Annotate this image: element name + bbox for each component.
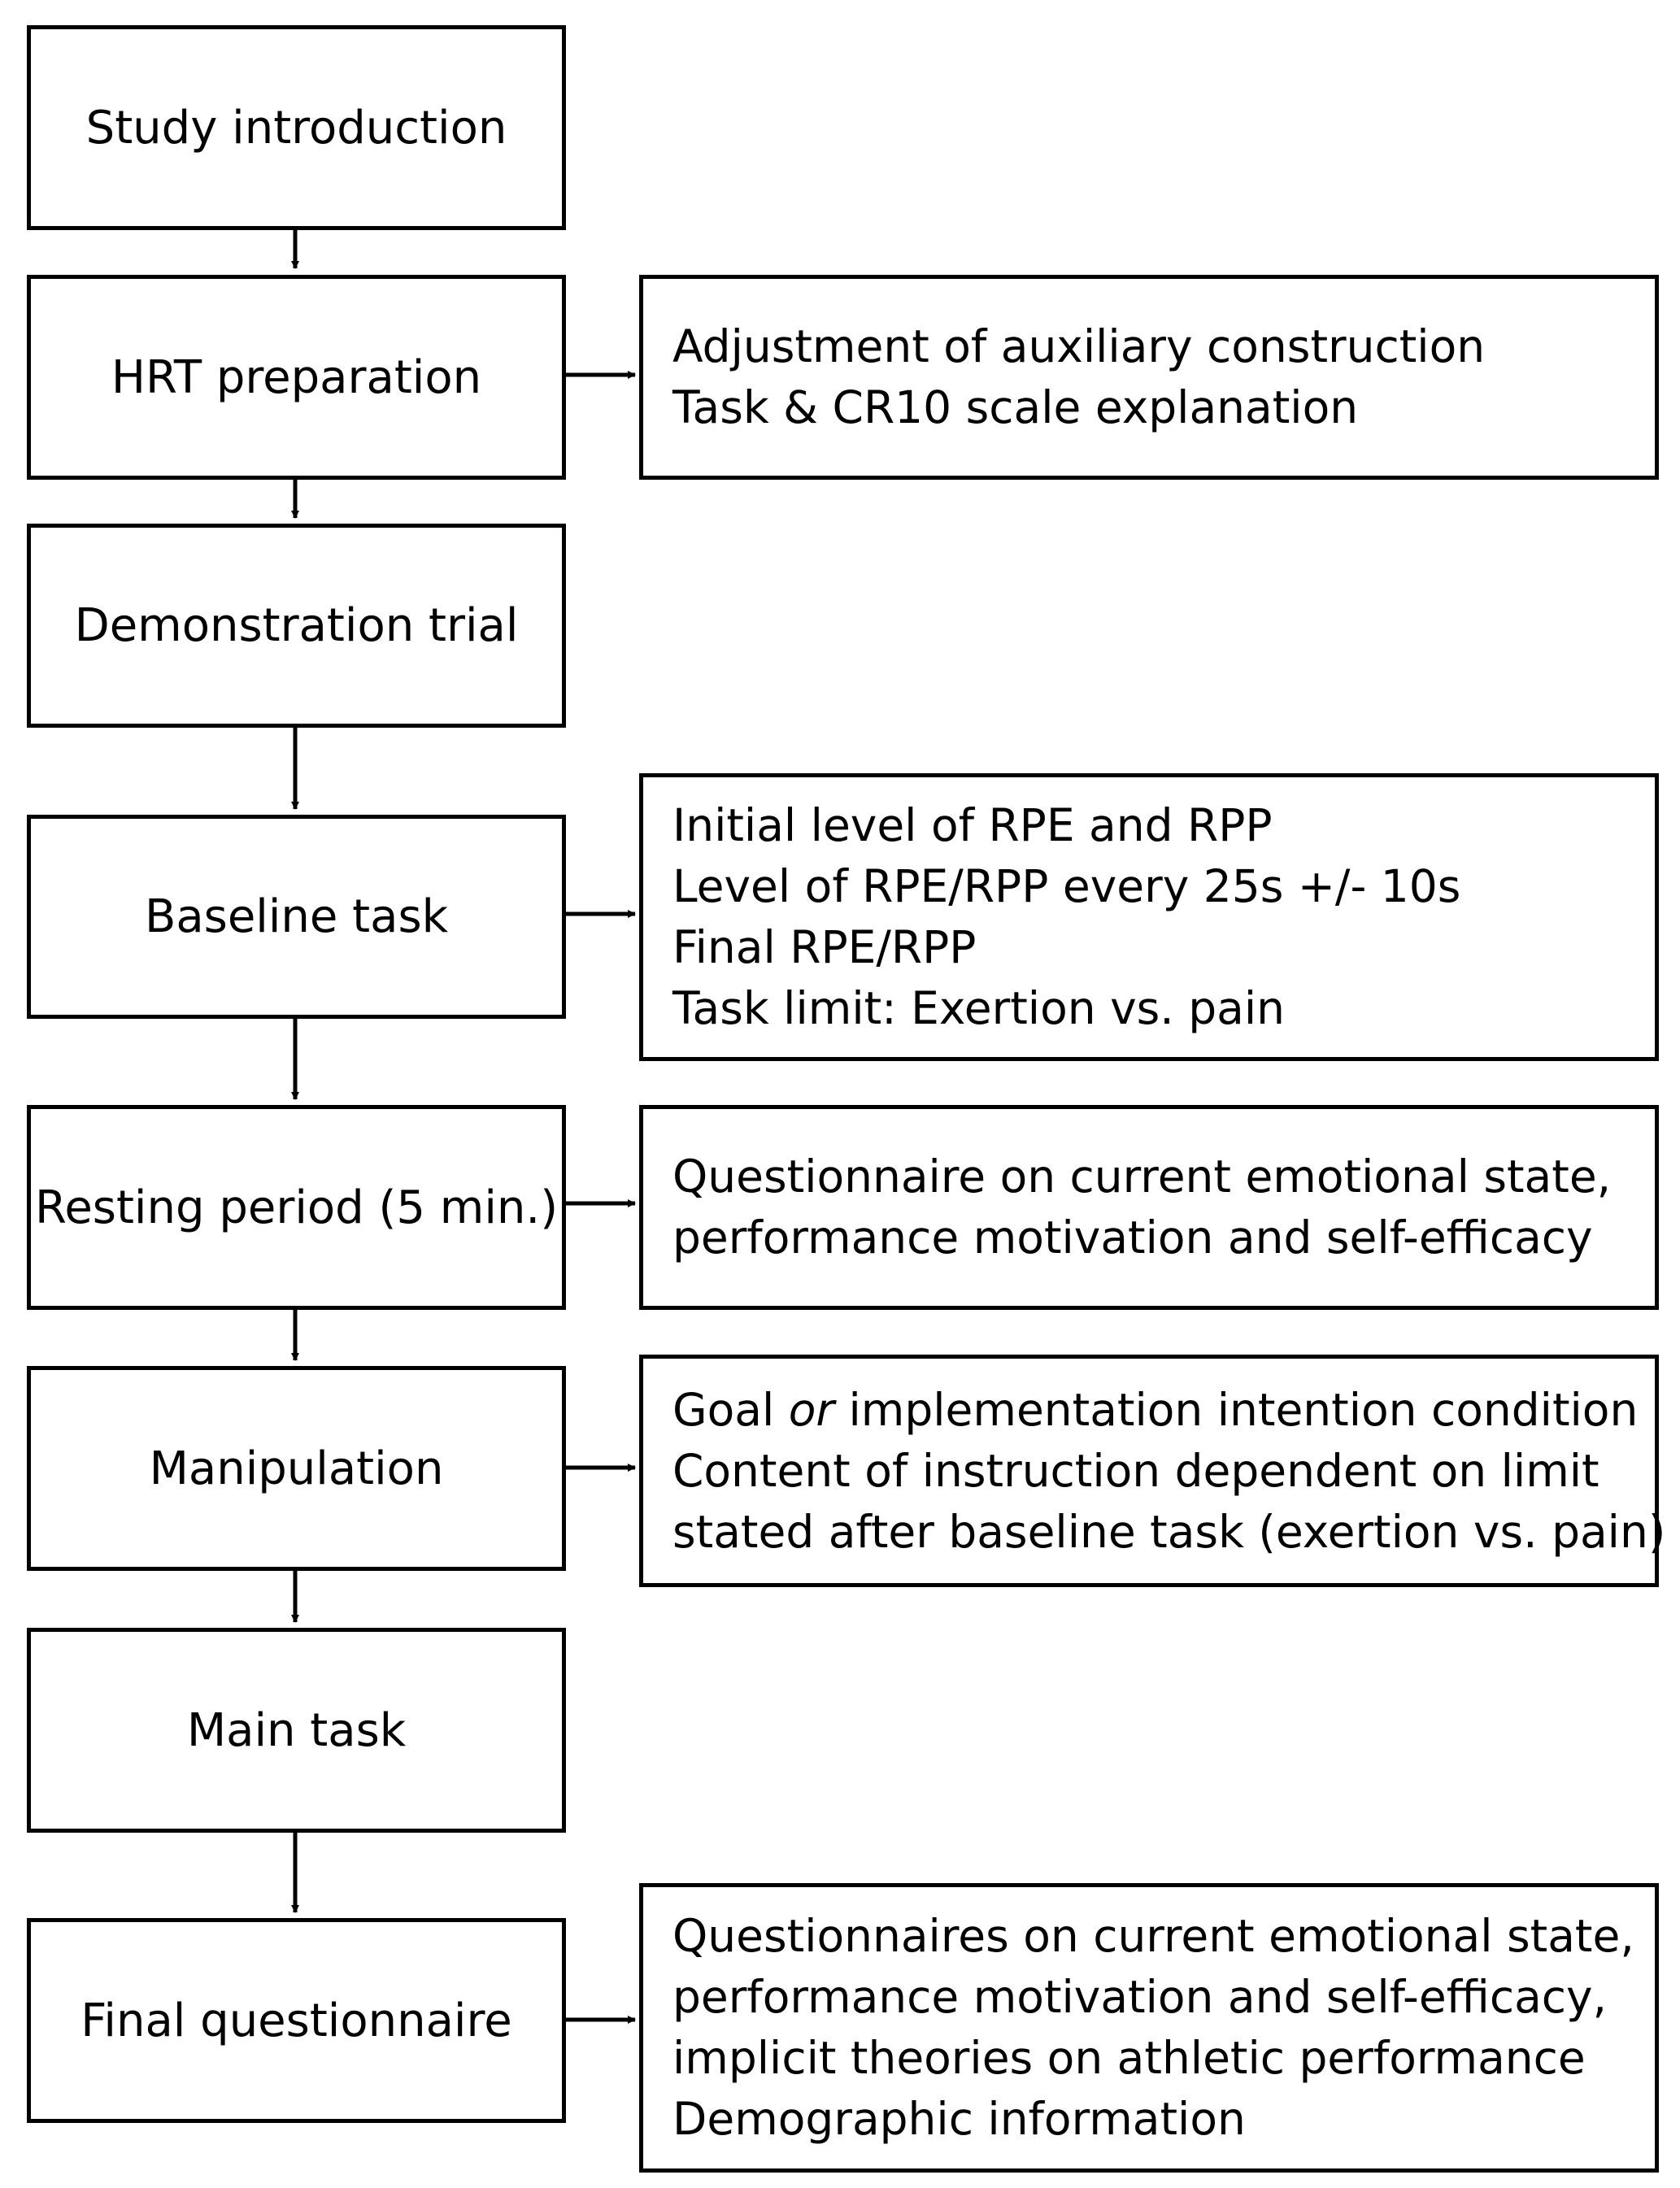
detail-line-emphasis: or (788, 1383, 835, 1436)
step-label: Demonstration trial (74, 599, 519, 652)
detail-line-pre: Goal (672, 1383, 789, 1436)
detail-line: Initial level of RPE and RPP (672, 799, 1273, 851)
step-baseline-task: Baseline task (27, 815, 566, 1019)
step-manipulation: Manipulation (27, 1366, 566, 1571)
step-resting-period: Resting period (5 min.) (27, 1105, 566, 1310)
step-study-introduction: Study introduction (27, 25, 566, 230)
detail-manipulation: Goal or implementation intention conditi… (639, 1355, 1666, 1587)
step-label: Manipulation (149, 1442, 444, 1495)
detail-line: Adjustment of auxiliary construction (672, 320, 1486, 372)
detail-line: implicit theories on athletic performanc… (672, 2032, 1586, 2084)
step-label: Study introduction (85, 101, 507, 154)
detail-line: Task & CR10 scale explanation (672, 381, 1359, 433)
step-label: Resting period (5 min.) (34, 1181, 559, 1234)
detail-line: Level of RPE/RPP every 25s +/- 10s (672, 860, 1461, 912)
step-demonstration-trial: Demonstration trial (27, 524, 566, 728)
detail-line: Goal or implementation intention conditi… (672, 1380, 1655, 1441)
detail-baseline-task: Initial level of RPE and RPP Level of RP… (639, 773, 1659, 1061)
step-label: Final questionnaire (81, 1994, 512, 2047)
step-main-task: Main task (27, 1628, 566, 1833)
detail-line: Questionnaires on current emotional stat… (672, 1910, 1634, 1962)
detail-line: Final RPE/RPP (672, 921, 977, 973)
step-final-questionnaire: Final questionnaire (27, 1918, 566, 2123)
step-hrt-preparation: HRT preparation (27, 275, 566, 480)
detail-line: Demographic information (672, 2093, 1246, 2145)
detail-resting-period: Questionnaire on current emotional state… (639, 1105, 1659, 1310)
detail-line: Content of instruction dependent on limi… (672, 1444, 1599, 1497)
step-label: HRT preparation (111, 350, 482, 404)
detail-line: Questionnaire on current emotional state… (672, 1151, 1612, 1203)
detail-line-post: implementation intention condition (834, 1383, 1639, 1436)
detail-line: stated after baseline task (exertion vs.… (672, 1505, 1666, 1558)
step-label: Baseline task (144, 890, 449, 943)
detail-hrt-preparation: Adjustment of auxiliary construction Tas… (639, 275, 1659, 480)
detail-line: performance motivation and self-efficacy… (672, 1971, 1608, 2023)
detail-line: performance motivation and self-efficacy (672, 1211, 1593, 1264)
detail-final-questionnaire: Questionnaires on current emotional stat… (639, 1883, 1659, 2173)
step-label: Main task (186, 1703, 407, 1757)
detail-line: Task limit: Exertion vs. pain (672, 982, 1286, 1034)
